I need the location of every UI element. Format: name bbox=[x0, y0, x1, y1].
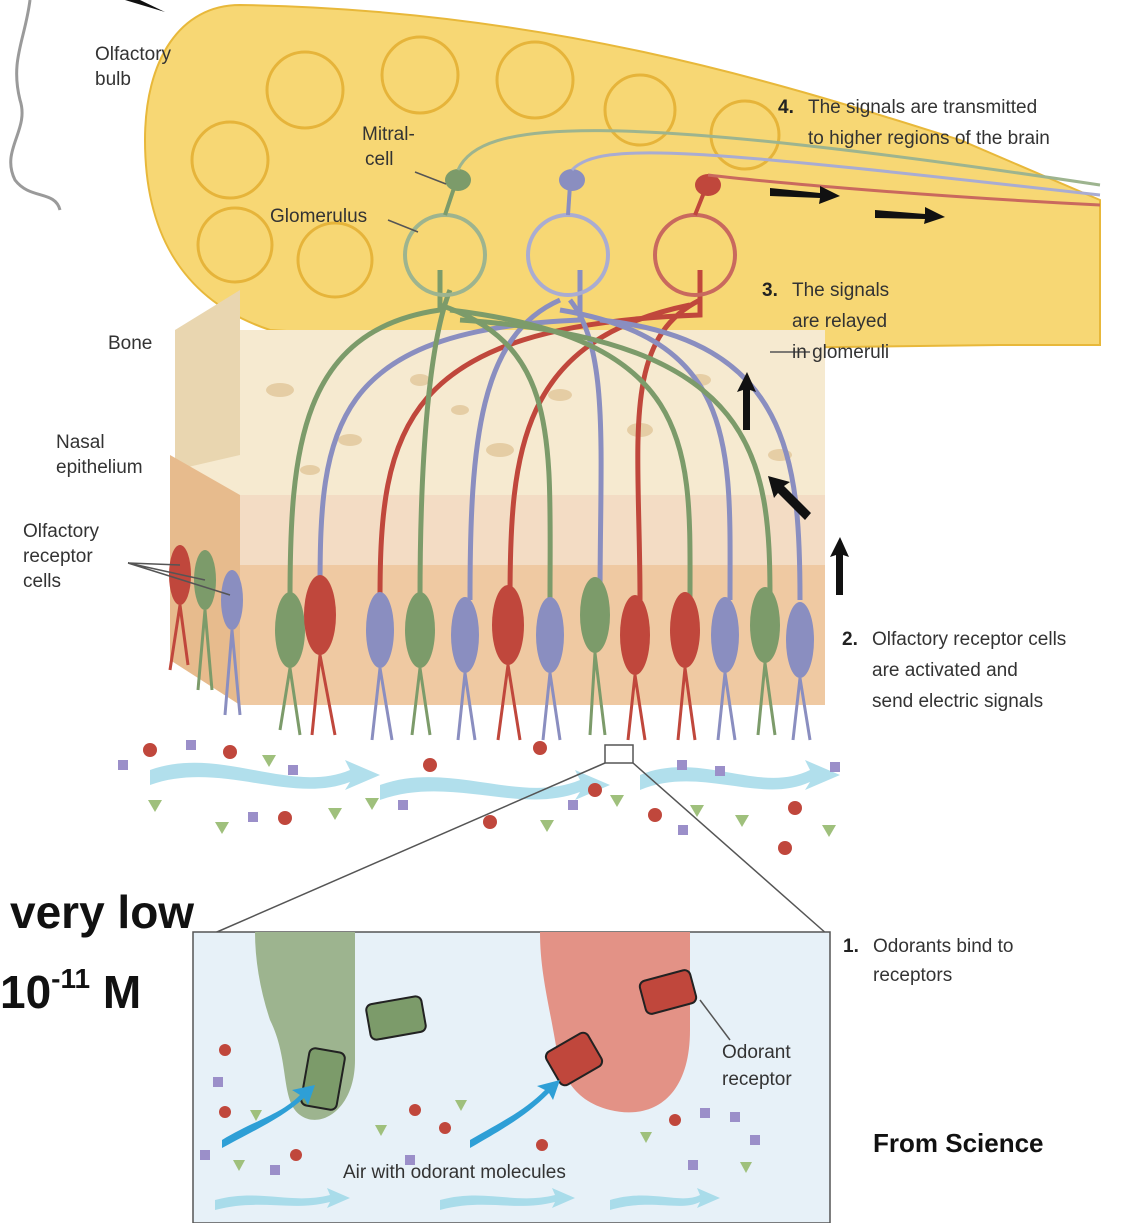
label-nasal-2: epithelium bbox=[56, 457, 143, 478]
label-receptor-cells-3: cells bbox=[23, 571, 61, 592]
label-odorant-receptor-2: receptor bbox=[722, 1069, 792, 1090]
step-1-line-1: Odorants bind to bbox=[873, 936, 1013, 957]
overlay-concentration: 10-11 M bbox=[0, 963, 141, 1018]
overlay-exponent: -11 bbox=[51, 963, 90, 994]
odorant-molecules bbox=[118, 740, 840, 855]
zoom-line-right bbox=[633, 763, 828, 935]
label-olfactory-bulb-1: Olfactory bbox=[95, 44, 172, 65]
label-nasal-1: Nasal bbox=[56, 432, 105, 453]
step-2-number: 2. bbox=[842, 629, 858, 650]
step-3-line-2: are relayed bbox=[792, 311, 887, 332]
label-olfactory-bulb-2: bulb bbox=[95, 69, 131, 90]
label-receptor-cells-2: receptor bbox=[23, 546, 93, 567]
label-odorant-receptor-1: Odorant bbox=[722, 1042, 791, 1063]
label-receptor-cells-1: Olfactory bbox=[23, 521, 100, 542]
step-3-line-1: The signals bbox=[792, 280, 889, 301]
step-1-number: 1. bbox=[843, 936, 859, 957]
label-air-odorant: Air with odorant molecules bbox=[343, 1162, 566, 1183]
pointer-arrow-icon bbox=[125, 0, 165, 12]
bone-side bbox=[175, 290, 240, 470]
step-2-line-2: are activated and bbox=[872, 660, 1018, 681]
step-3-line-3: in glomeruli bbox=[792, 342, 889, 363]
credit-text: From Science bbox=[873, 1128, 1044, 1158]
label-mitral-2: cell bbox=[365, 149, 394, 170]
brain-outline bbox=[11, 0, 60, 210]
step-2-line-3: send electric signals bbox=[872, 691, 1043, 712]
step-1-line-2: receptors bbox=[873, 965, 952, 986]
step-4-line-2: to higher regions of the brain bbox=[808, 128, 1050, 149]
label-glomerulus: Glomerulus bbox=[270, 206, 367, 227]
epithelium-top bbox=[240, 495, 825, 565]
overlay-very-low: very low bbox=[10, 886, 194, 938]
step-2-line-1: Olfactory receptor cells bbox=[872, 629, 1066, 650]
air-flow-arrows bbox=[150, 760, 840, 800]
overlay-base: 10 bbox=[0, 966, 51, 1018]
overlay-unit: M bbox=[90, 966, 141, 1018]
label-bone: Bone bbox=[108, 333, 152, 354]
label-mitral-1: Mitral- bbox=[362, 124, 415, 145]
zoom-box bbox=[605, 745, 633, 763]
step-4-line-1: The signals are transmitted bbox=[808, 97, 1037, 118]
step-3-number: 3. bbox=[762, 280, 778, 301]
step-4-number: 4. bbox=[778, 97, 794, 118]
